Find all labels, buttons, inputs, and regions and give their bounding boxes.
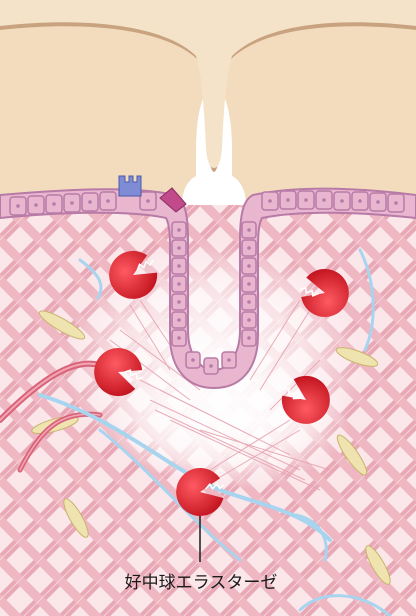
goblet-cell — [119, 176, 141, 196]
elastase-label: 好中球エラスターゼ — [96, 568, 306, 593]
